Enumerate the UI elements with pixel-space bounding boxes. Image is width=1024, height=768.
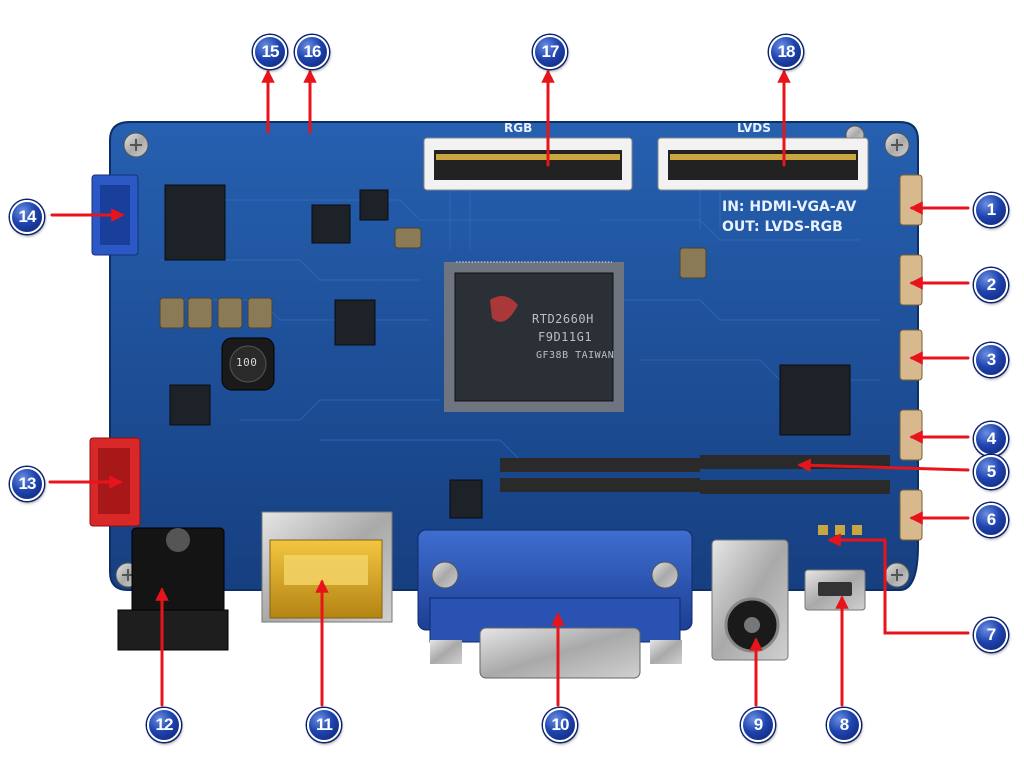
callout-badge-8: 8 [827, 708, 861, 742]
callout-badge-13: 13 [10, 467, 44, 501]
callout-badge-7: 7 [974, 618, 1008, 652]
callout-badge-1: 1 [974, 193, 1008, 227]
callout-badge-6: 6 [974, 503, 1008, 537]
hdmi-port [261, 511, 393, 623]
micro-usb-port [804, 569, 866, 611]
inductor-value-text: 100 [236, 356, 258, 369]
pin-header-rows [500, 455, 890, 494]
rgb-connector-label: RGB [504, 121, 533, 135]
callout-badge-9: 9 [741, 708, 775, 742]
callout-badge-18: 18 [769, 35, 803, 69]
callout-badge-16: 16 [295, 35, 329, 69]
rgb-fpc-connector [423, 137, 633, 191]
chip-model-text: RTD2660H [532, 312, 594, 326]
callout-badge-17: 17 [533, 35, 567, 69]
ir-pins [818, 525, 862, 535]
callout-badge-3: 3 [974, 343, 1008, 377]
callout-badge-15: 15 [253, 35, 287, 69]
callout-badge-2: 2 [974, 268, 1008, 302]
input-spec-label: IN: HDMI-VGA-AV [722, 199, 857, 215]
electrolytic-capacitors [159, 227, 707, 329]
main-processor-chip [444, 261, 624, 412]
callout-badge-12: 12 [147, 708, 181, 742]
rca-av-jack [711, 539, 789, 661]
vga-port [417, 529, 693, 679]
lvds-fpc-connector [657, 137, 869, 191]
callout-badge-11: 11 [307, 708, 341, 742]
ic-chips [164, 184, 851, 519]
chip-origin-text: GF38B TAIWAN [536, 350, 615, 361]
arrow-7 [827, 533, 970, 635]
output-spec-label: OUT: LVDS-RGB [722, 219, 843, 235]
chip-lot-text: F9D11G1 [538, 330, 593, 344]
callout-badge-10: 10 [543, 708, 577, 742]
callout-arrows [48, 69, 970, 707]
callout-badge-4: 4 [974, 422, 1008, 456]
power-inductor [221, 337, 275, 391]
arrow-5 [797, 458, 970, 473]
lvds-connector-label: LVDS [737, 121, 771, 135]
dc-power-jack [117, 527, 229, 651]
callout-badge-5: 5 [974, 455, 1008, 489]
callout-badge-14: 14 [10, 200, 44, 234]
